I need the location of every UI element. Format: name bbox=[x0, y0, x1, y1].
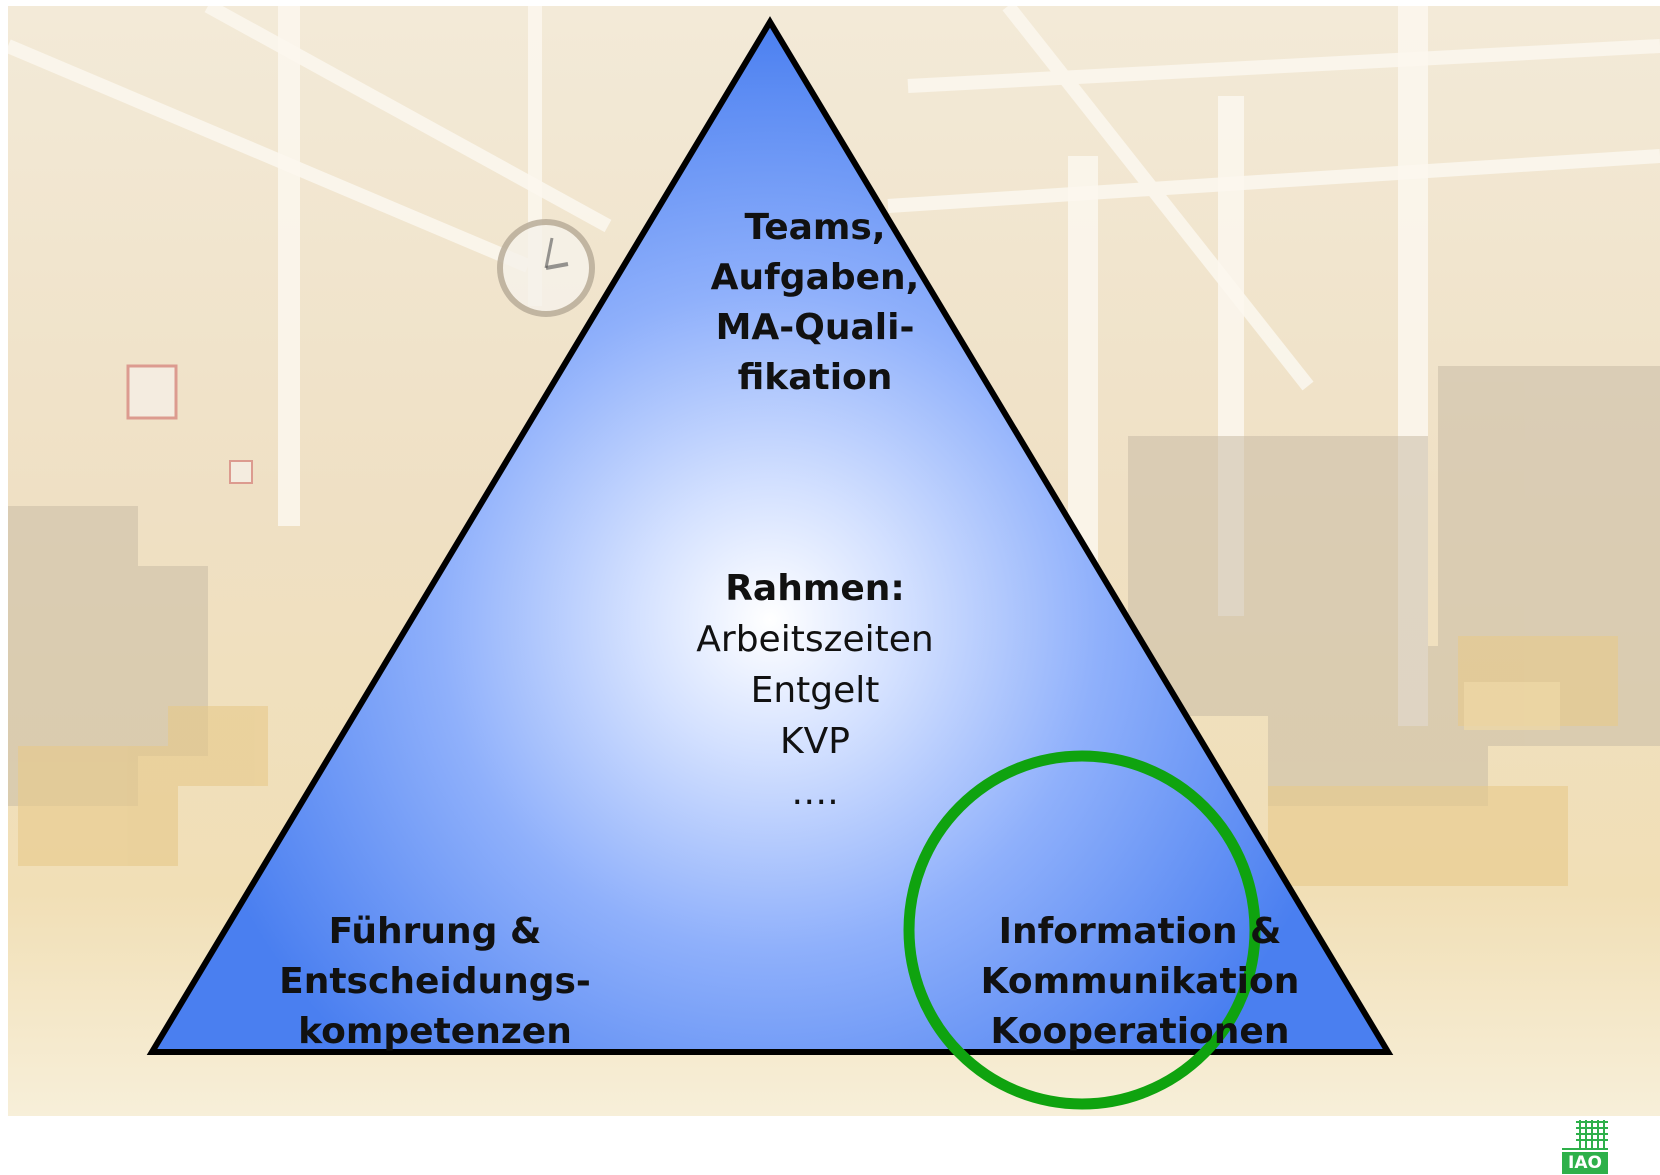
center-item: …. bbox=[791, 772, 839, 813]
bottom-left-label: Führung & Entscheidungs- kompetenzen bbox=[230, 907, 640, 1057]
center-item: KVP bbox=[780, 721, 850, 762]
bottom-right-line: Kommunikation bbox=[980, 961, 1300, 1002]
apex-line: Aufgaben, bbox=[710, 257, 920, 298]
bottom-left-line: Führung & bbox=[328, 911, 542, 952]
bottom-left-line: Entscheidungs- bbox=[279, 961, 591, 1002]
apex-label: Teams, Aufgaben, MA-Quali- fikation bbox=[620, 203, 1010, 403]
pyramid-triangle bbox=[146, 16, 1394, 1055]
bottom-right-line: Kooperationen bbox=[990, 1011, 1290, 1052]
center-heading: Rahmen: bbox=[725, 568, 905, 609]
apex-line: MA-Quali- bbox=[715, 307, 915, 348]
highlight-circle bbox=[903, 750, 1261, 1110]
bottom-right-label: Information & Kommunikation Kooperatione… bbox=[940, 907, 1340, 1057]
center-item: Arbeitszeiten bbox=[696, 619, 934, 660]
apex-line: fikation bbox=[737, 357, 893, 398]
logo-grid-icon bbox=[1562, 1120, 1608, 1150]
bottom-right-line: Information & bbox=[998, 911, 1282, 952]
center-item: Entgelt bbox=[750, 670, 880, 711]
center-label: Rahmen: Arbeitszeiten Entgelt KVP …. bbox=[570, 564, 1060, 818]
logo-text: IAO bbox=[1562, 1152, 1608, 1174]
iao-logo: IAO bbox=[1562, 1118, 1608, 1174]
apex-line: Teams, bbox=[744, 207, 886, 248]
bottom-left-line: kompetenzen bbox=[298, 1011, 572, 1052]
